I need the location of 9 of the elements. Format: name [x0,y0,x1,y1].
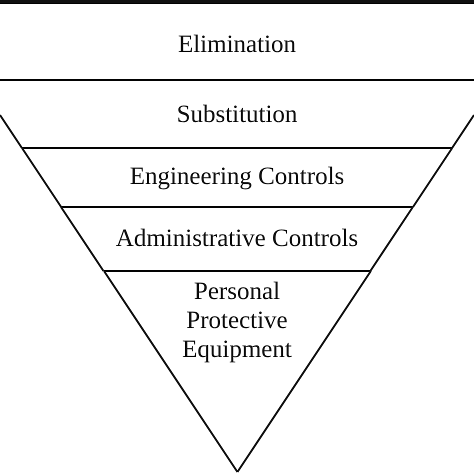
pyramid-band [0,80,474,148]
band-label: Administrative Controls [114,224,360,253]
band-label: Engineering Controls [128,162,346,191]
pyramid-band [61,207,413,271]
band-label: Personal Protective Equipment [181,277,293,364]
pyramid-band [104,271,370,472]
pyramid-band [22,148,452,207]
band-label: Elimination [176,30,298,59]
band-label: Substitution [176,100,298,129]
